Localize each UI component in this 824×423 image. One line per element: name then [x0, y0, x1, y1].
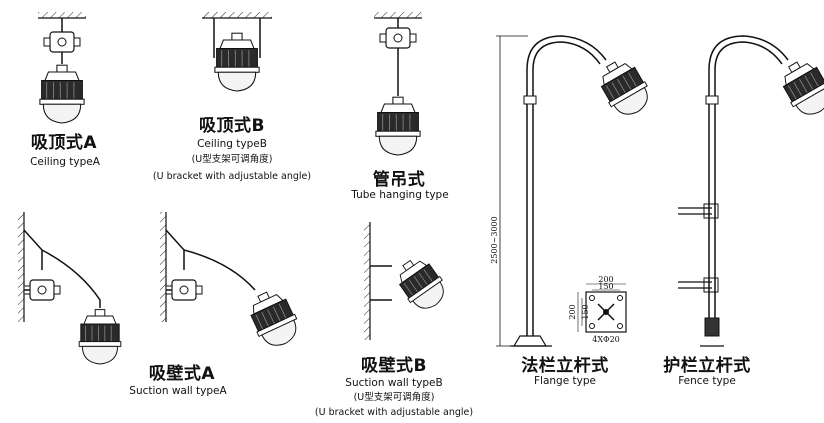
ceiling-b-note-zh: (U型支架可调角度) [191, 154, 273, 165]
tube-hanging-figure [374, 12, 422, 156]
flange-height-outer: 200 [568, 304, 577, 319]
tube-title: 管吊式 [372, 170, 426, 190]
wall-a-figure [18, 212, 122, 365]
ceiling-b-subtitle: Ceiling typeB [197, 138, 267, 150]
wall-a-title: 吸壁式A [148, 364, 216, 384]
flange-pole-figure [496, 35, 657, 347]
pole-height-dimension: 2500~3000 [490, 216, 499, 263]
fence-subtitle: Fence type [678, 375, 736, 387]
flange-width-outer: 200 [598, 275, 613, 284]
flange-subtitle: Flange type [534, 375, 596, 387]
flange-title: 法栏立杆式 [521, 356, 609, 376]
wall-b-title: 吸壁式B [361, 356, 427, 376]
fence-pole-figure [678, 35, 824, 347]
ceiling-b-note-en: (U bracket with adjustable angle) [152, 171, 312, 182]
ceiling-a-title: 吸顶式A [30, 133, 98, 153]
flange-height-inner: 150 [581, 304, 590, 319]
wall-b-figure [364, 222, 453, 340]
wall-a-subtitle: Suction wall typeA [129, 385, 227, 397]
wall-b-subtitle: Suction wall typeB [345, 377, 443, 389]
ceiling-b-figure [202, 12, 272, 92]
tube-subtitle: Tube hanging type [351, 189, 449, 201]
flange-width-inner: 150 [598, 282, 613, 291]
fence-title: 护栏立杆式 [663, 356, 751, 376]
wall-a-tilted-figure [160, 212, 305, 353]
wall-b-note-zh: (U型支架可调角度) [353, 392, 435, 403]
wall-b-note-en: (U bracket with adjustable angle) [314, 407, 474, 418]
ceiling-a-figure [38, 12, 86, 124]
ceiling-a-subtitle: Ceiling typeA [30, 156, 100, 168]
ceiling-b-title: 吸顶式B [199, 116, 265, 136]
flange-holes-label: 4XΦ20 [592, 335, 620, 344]
